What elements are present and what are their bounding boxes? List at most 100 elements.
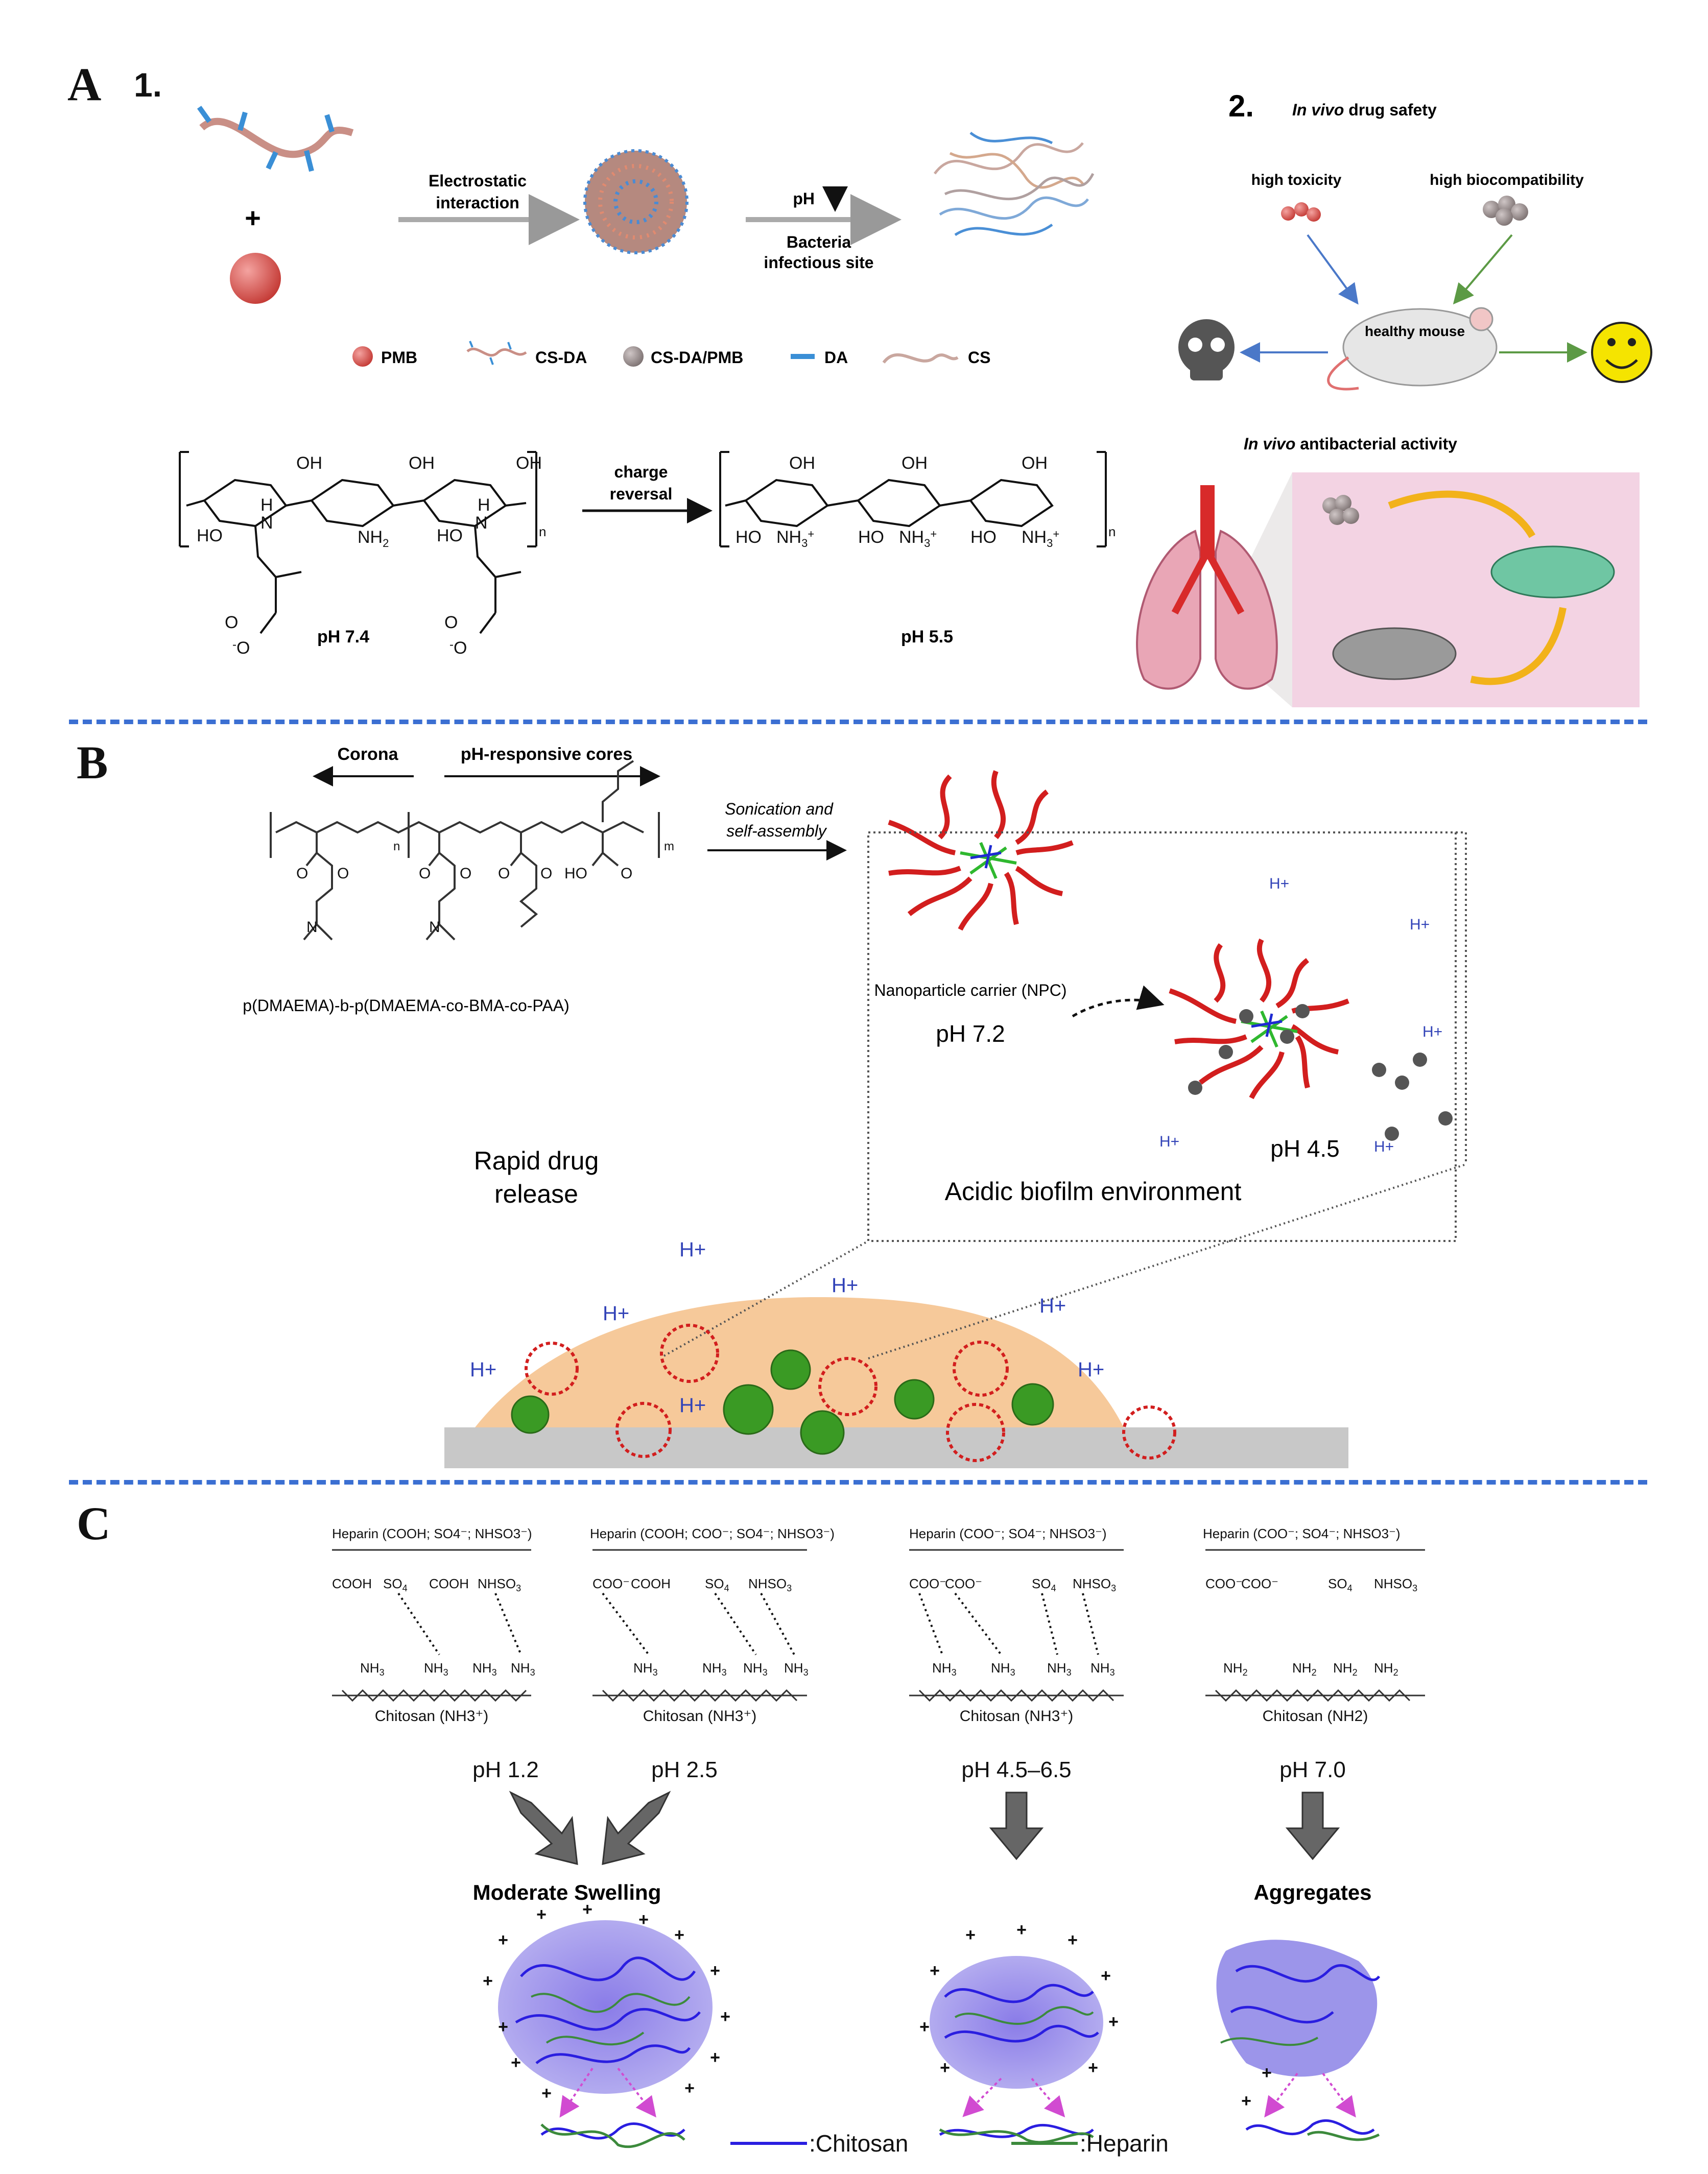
svg-text:Chitosan (NH3⁺): Chitosan (NH3⁺) <box>960 1708 1074 1725</box>
svg-text:O: O <box>498 865 510 882</box>
svg-text:SO4: SO4 <box>1032 1576 1056 1593</box>
panel-a-scheme: + Electrostatic interaction pH Bacteria … <box>179 89 1652 707</box>
swollen-gel-medium <box>930 1956 1103 2089</box>
svg-text:OH: OH <box>902 453 928 473</box>
svg-text:O: O <box>540 865 552 882</box>
svg-text:In vivo antibacterial activity: In vivo antibacterial activity <box>1244 435 1457 453</box>
svg-text:NH3: NH3 <box>1047 1660 1072 1678</box>
svg-text:H+: H+ <box>832 1274 858 1297</box>
svg-text:+: + <box>498 2017 508 2037</box>
svg-text:+: + <box>1016 1920 1027 1940</box>
svg-text:NH3: NH3 <box>360 1660 385 1678</box>
svg-text:NH3: NH3 <box>991 1660 1015 1678</box>
svg-text:+: + <box>930 1961 940 1980</box>
svg-text:high toxicity: high toxicity <box>1251 172 1342 188</box>
lungs-icon <box>1136 485 1278 690</box>
svg-text:NH3: NH3 <box>511 1660 535 1678</box>
svg-text:NH2: NH2 <box>1374 1660 1398 1678</box>
panel-b-letter: B <box>77 736 108 789</box>
svg-text:NH3+: NH3+ <box>899 528 937 550</box>
svg-text:healthy mouse: healthy mouse <box>1365 323 1465 339</box>
panel-c-scheme: Heparin (COOH; SO4⁻; NHSO3⁻) Heparin (CO… <box>332 1526 1425 2148</box>
panel-a-letter: A <box>67 58 102 110</box>
svg-text:+: + <box>710 2048 720 2067</box>
svg-text:+: + <box>710 1961 720 1980</box>
svg-text:CS-DA/PMB: CS-DA/PMB <box>651 348 743 367</box>
green-bacteria-group <box>511 1349 1054 1455</box>
svg-text:+: + <box>965 1925 976 1945</box>
svg-text:+: + <box>638 1910 649 1929</box>
svg-text:HO: HO <box>437 526 463 545</box>
released-drug-icon <box>1188 1004 1453 1141</box>
svg-text:pH 4.5: pH 4.5 <box>1270 1135 1340 1162</box>
svg-text:Heparin (COO⁻; SO4⁻; NHSO3⁻): Heparin (COO⁻; SO4⁻; NHSO3⁻) <box>1203 1526 1400 1541</box>
svg-text:pH 5.5: pH 5.5 <box>901 627 953 647</box>
svg-text:PMB: PMB <box>381 348 417 367</box>
swollen-gel-large <box>498 1920 713 2094</box>
svg-text:SO4: SO4 <box>1328 1576 1353 1593</box>
panel-c-letter: C <box>77 1497 111 1549</box>
dispersed-polymer-icon <box>933 132 1095 236</box>
svg-text:pH 7.0: pH 7.0 <box>1279 1757 1346 1782</box>
svg-text:+: + <box>511 2053 521 2072</box>
svg-text:pH 1.2: pH 1.2 <box>472 1757 539 1782</box>
svg-text:NH2: NH2 <box>1292 1660 1317 1678</box>
svg-text:pH 7.4: pH 7.4 <box>317 627 369 647</box>
svg-text:Electrostatic: Electrostatic <box>429 172 527 190</box>
legend-chitosan: :Chitosan <box>730 2130 908 2157</box>
svg-text:Chitosan (NH3⁺): Chitosan (NH3⁺) <box>643 1708 757 1725</box>
svg-text:O: O <box>296 865 308 882</box>
divider-a-b <box>69 720 1647 724</box>
svg-text:CS: CS <box>968 348 990 367</box>
svg-text:HO: HO <box>970 528 997 547</box>
svg-text:+: + <box>541 2084 552 2103</box>
svg-text:Heparin (COO⁻; SO4⁻; NHSO3⁻): Heparin (COO⁻; SO4⁻; NHSO3⁻) <box>909 1526 1106 1541</box>
toxic-particles-icon <box>1281 202 1321 222</box>
svg-text:HO: HO <box>564 865 587 882</box>
svg-text:+: + <box>1101 1966 1111 1986</box>
svg-text:H+: H+ <box>470 1358 496 1381</box>
svg-text:HO: HO <box>858 528 884 547</box>
svg-text:COOH: COOH <box>332 1576 372 1591</box>
svg-text:In vivo drug safety: In vivo drug safety <box>1292 101 1437 119</box>
svg-text:N: N <box>306 919 318 936</box>
skull-icon <box>1178 319 1235 380</box>
svg-text:+: + <box>674 1925 684 1945</box>
svg-text:OH: OH <box>409 453 435 473</box>
svg-text:charge: charge <box>614 463 668 481</box>
svg-text:pH 7.2: pH 7.2 <box>936 1020 1005 1047</box>
svg-text:NH3+: NH3+ <box>776 528 814 550</box>
svg-text:H+: H+ <box>1078 1358 1104 1381</box>
svg-text:HO: HO <box>736 528 762 547</box>
svg-text:+: + <box>720 2007 730 2026</box>
svg-text:+: + <box>1262 2063 1272 2083</box>
cs-da-pmb-nanoparticle-icon <box>583 149 689 254</box>
svg-text:+: + <box>498 1930 508 1950</box>
svg-text:O: O <box>444 613 458 632</box>
svg-text:O: O <box>621 865 632 882</box>
biofilm-micelles-icon <box>525 1324 1176 1462</box>
svg-text:H: H <box>478 495 490 515</box>
npc-micelle-icon <box>888 770 1074 931</box>
svg-text:N: N <box>429 919 440 936</box>
svg-text:interaction: interaction <box>436 194 519 212</box>
svg-text:NH3: NH3 <box>633 1660 658 1678</box>
biocompatible-particles-icon <box>1483 196 1528 226</box>
svg-text:pH 4.5–6.5: pH 4.5–6.5 <box>961 1757 1071 1782</box>
svg-text:+: + <box>940 2058 950 2077</box>
svg-text:H+: H+ <box>679 1394 706 1417</box>
svg-text:Rapid drug: Rapid drug <box>474 1146 599 1175</box>
legend-cs-da-pmb-icon <box>623 346 644 367</box>
svg-text:+: + <box>1088 2058 1098 2077</box>
svg-text:COOH: COOH <box>429 1576 469 1591</box>
svg-text:COO⁻: COO⁻ <box>1241 1576 1278 1591</box>
svg-text:H+: H+ <box>679 1238 706 1261</box>
svg-text:H+: H+ <box>603 1302 629 1325</box>
smiley-icon <box>1591 322 1652 383</box>
svg-text:+: + <box>1241 2091 1251 2111</box>
divider-b-c <box>69 1480 1647 1485</box>
svg-text:NH3: NH3 <box>784 1660 809 1678</box>
step-1-label: 1. <box>134 66 162 104</box>
svg-text:COOH: COOH <box>631 1576 671 1591</box>
svg-text:Aggregates: Aggregates <box>1253 1880 1371 1904</box>
